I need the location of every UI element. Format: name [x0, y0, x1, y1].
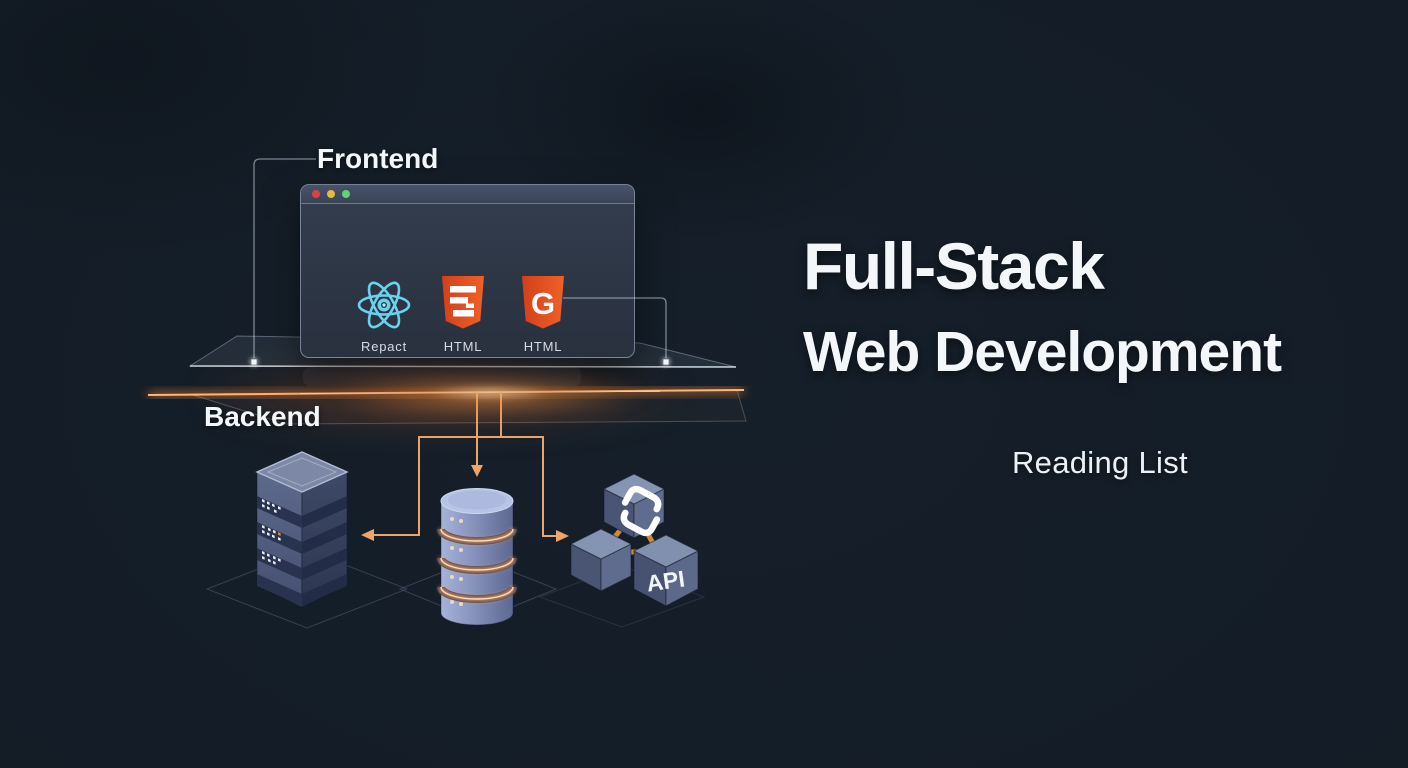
database-stripes — [437, 528, 517, 603]
api-cube-label: API — [645, 565, 687, 596]
browser-titlebar — [301, 185, 634, 204]
window-reflection — [303, 367, 581, 386]
traffic-light-green-icon — [342, 190, 350, 198]
arrow-to-server — [361, 529, 374, 541]
shield-g-glyph: G — [531, 286, 555, 321]
traffic-light-yellow-icon — [327, 190, 335, 198]
title-line-2: Web Development — [803, 320, 1282, 384]
html-shield-g-icon: G — [522, 276, 564, 329]
html5-label: HTML — [443, 339, 483, 354]
backend-label: Backend — [204, 401, 321, 432]
html5-shield-icon — [442, 276, 484, 329]
server-rack-icon — [255, 451, 349, 608]
cube-left — [569, 528, 633, 592]
react-logo-icon — [357, 281, 411, 329]
frontend-label: Frontend — [317, 143, 439, 174]
browser-content: Repact HTML G HTML — [301, 204, 634, 357]
server-leds — [262, 499, 281, 565]
cube-api — [632, 534, 700, 607]
platform-front-edge — [189, 365, 737, 368]
database-lights — [450, 517, 463, 606]
traffic-light-red-icon — [312, 190, 320, 198]
subtitle-reading-list: Reading List — [1012, 445, 1188, 480]
database-icon — [437, 488, 517, 626]
react-label: Repact — [361, 339, 407, 354]
api-cubes-icon: API — [569, 473, 700, 607]
loop-glyph-icon — [620, 485, 662, 537]
html-g-label: HTML — [523, 339, 563, 354]
arrow-to-database — [471, 465, 483, 477]
title-line-1: Full-Stack — [803, 229, 1105, 303]
server-slots-right — [302, 496, 347, 606]
browser-window: Repact HTML G HTML — [300, 184, 635, 358]
arrow-to-api — [556, 530, 569, 542]
